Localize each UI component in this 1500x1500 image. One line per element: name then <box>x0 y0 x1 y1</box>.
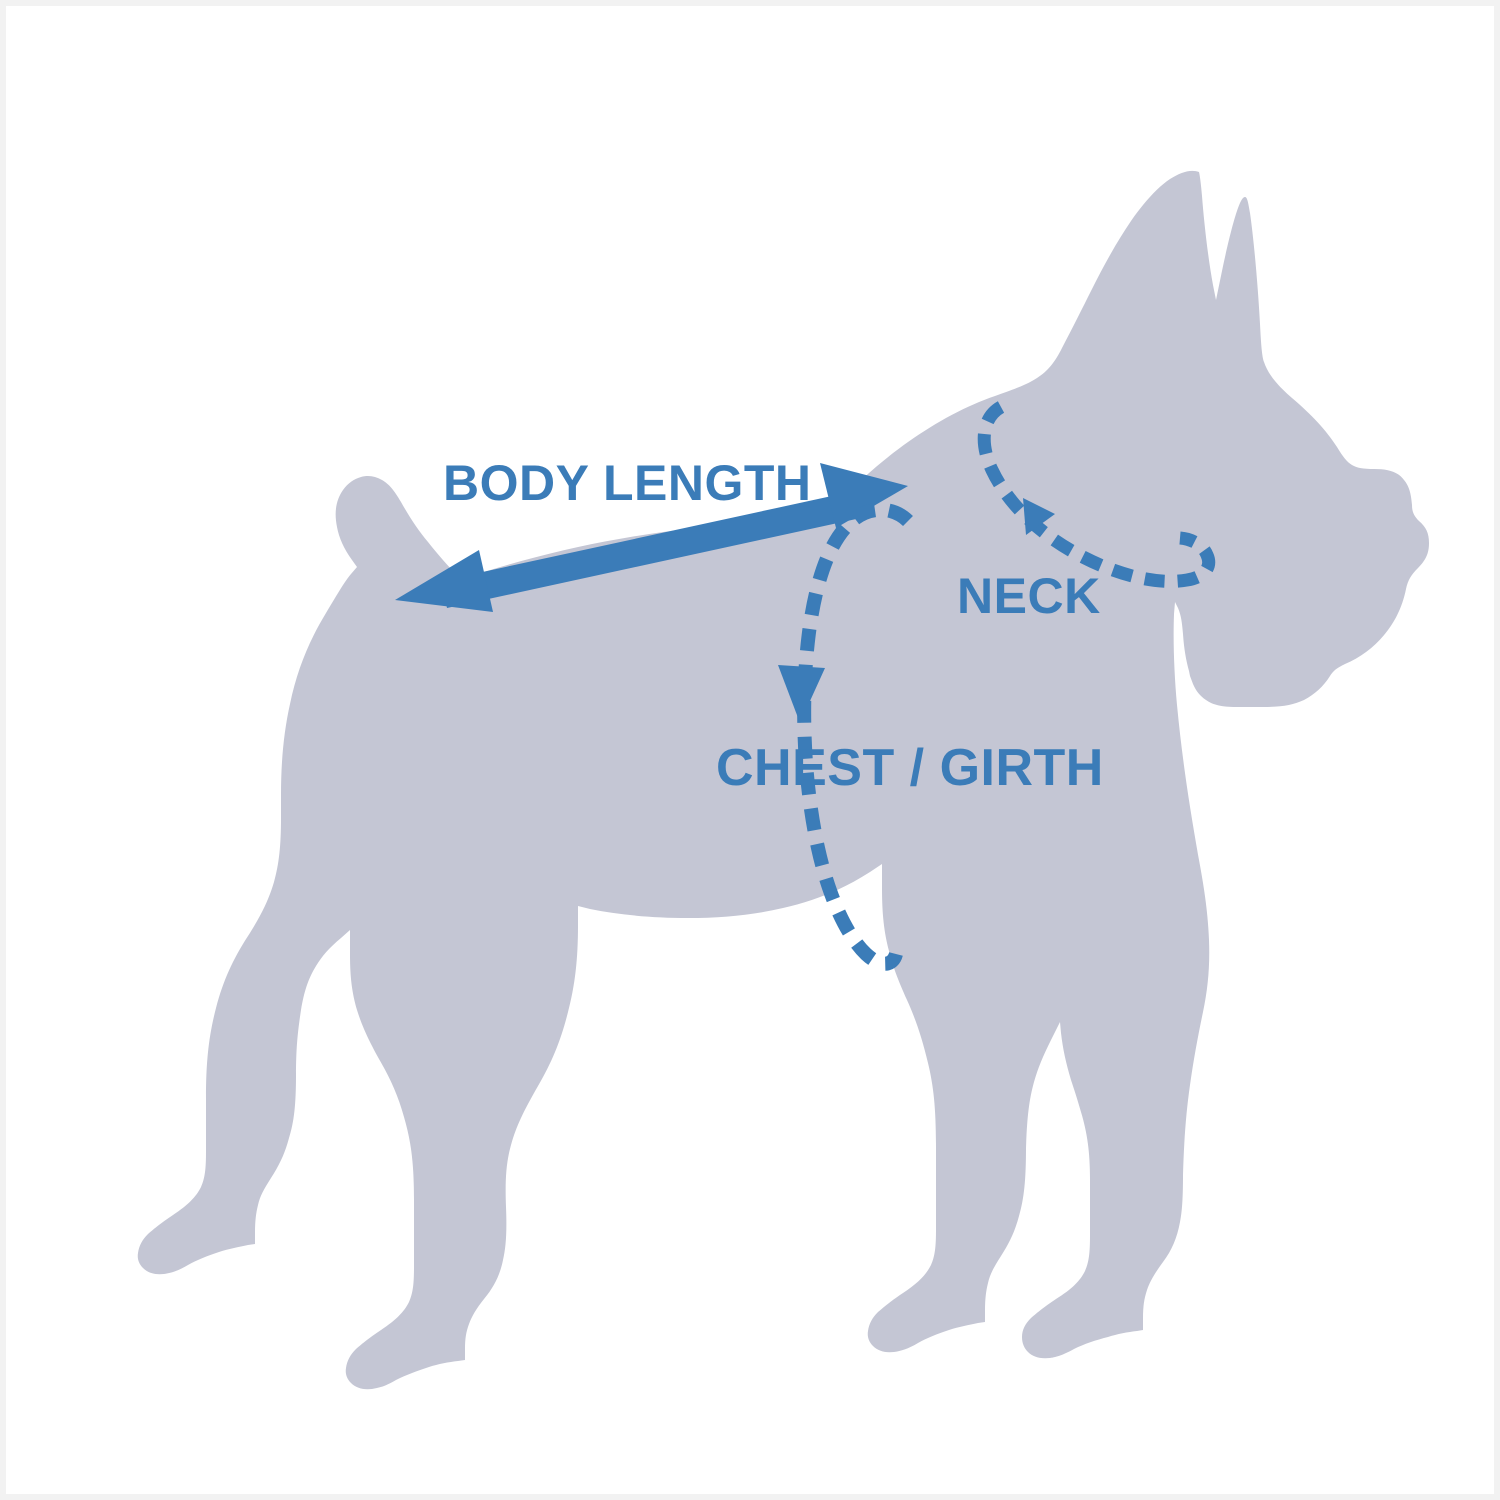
chest-girth-label: CHEST / GIRTH <box>716 739 1104 797</box>
dog-silhouette-group <box>137 170 1430 1390</box>
neck-loop <box>977 401 1216 588</box>
body-length-arrow <box>395 463 908 612</box>
chest-girth-loop <box>778 502 913 971</box>
neck-label: NECK <box>957 568 1101 624</box>
neck-loop-dashed-path <box>977 401 1216 588</box>
body-length-arrowhead-left <box>395 550 493 612</box>
body-length-arrowhead-right <box>820 463 908 528</box>
neck-loop-arrowhead <box>1023 498 1055 535</box>
chest-girth-loop-dashed-path <box>797 502 913 971</box>
body-length-arrow-shaft <box>441 489 870 608</box>
chest-girth-arrowhead <box>778 665 825 723</box>
body-length-label: BODY LENGTH <box>443 455 812 511</box>
dog-silhouette <box>137 170 1430 1390</box>
